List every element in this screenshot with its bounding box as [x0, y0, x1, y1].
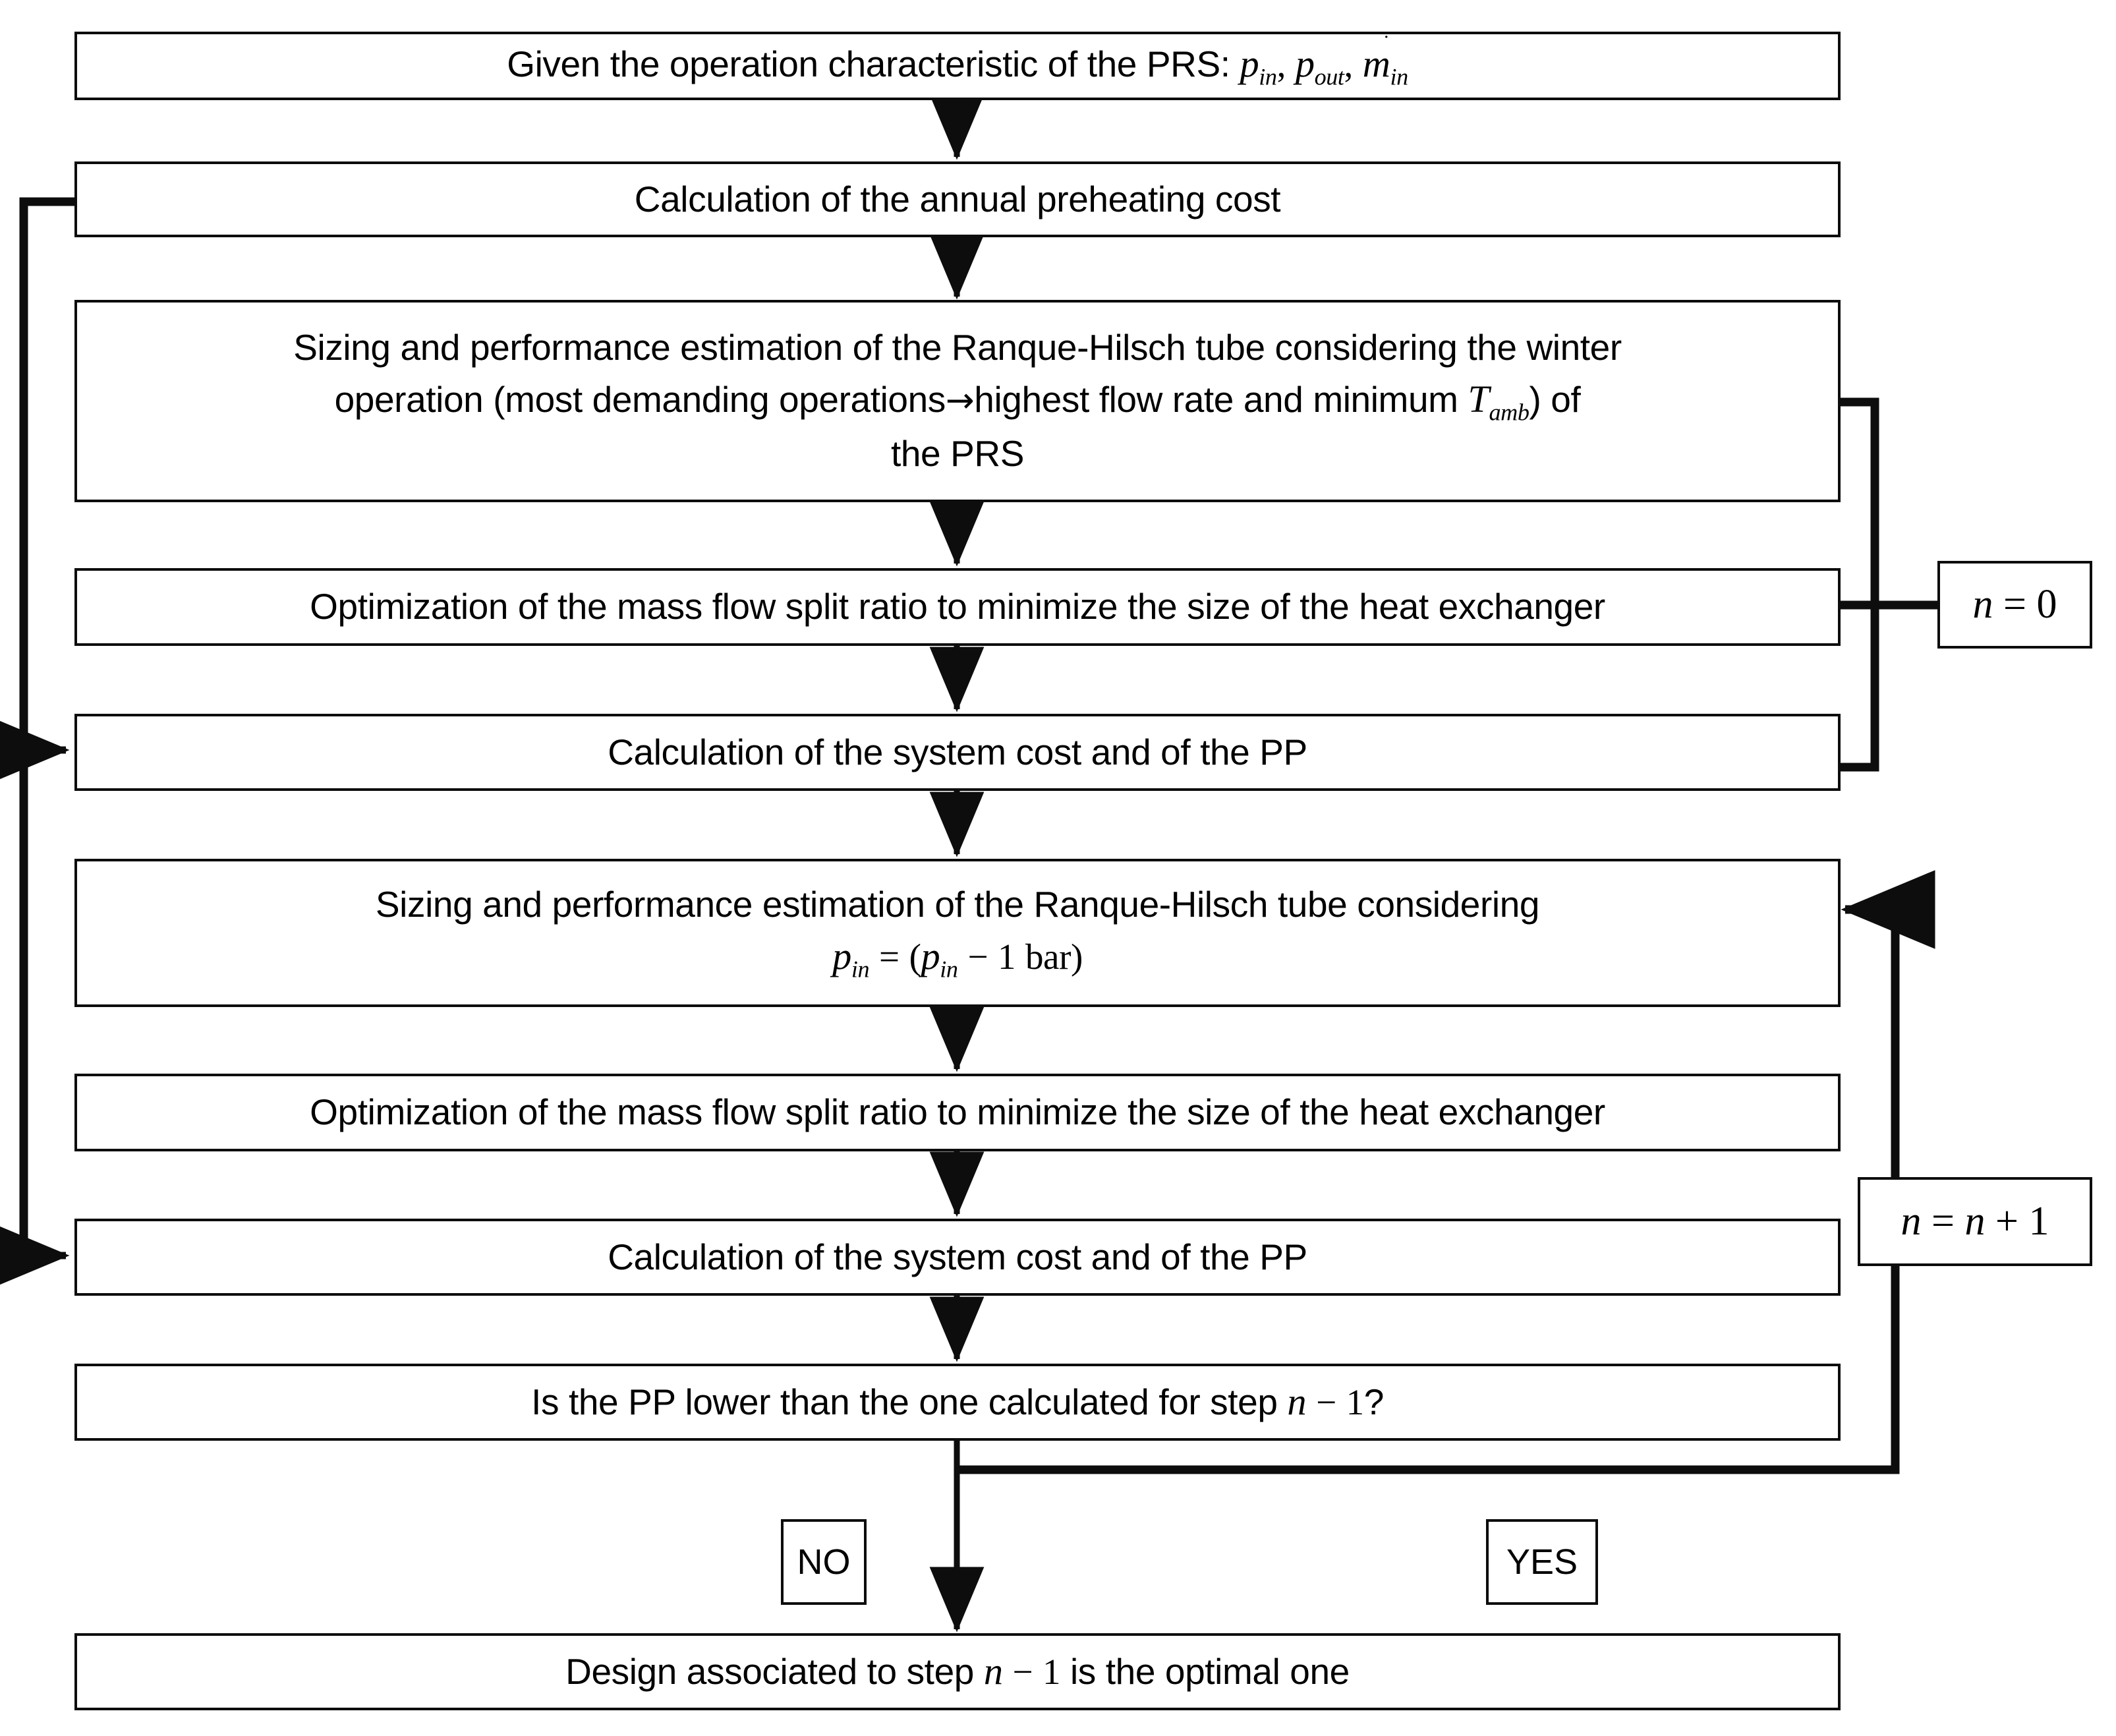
- annotation-counter-init-label: n = 0: [1972, 582, 2057, 627]
- connector-left-feedback-bus: [19, 197, 74, 1256]
- branch-label-no: NO: [781, 1519, 867, 1605]
- rightwards-arrow-icon: →: [945, 380, 975, 420]
- node-sizing-winter: Sizing and performance estimation of the…: [74, 300, 1841, 502]
- annotation-counter-increment: n = n + 1: [1858, 1177, 2092, 1266]
- node-system-cost-1-label: Calculation of the system cost and of th…: [608, 731, 1307, 772]
- branch-label-yes-text: YES: [1506, 1542, 1578, 1582]
- node-optimization-1: Optimization of the mass flow split rati…: [74, 568, 1841, 646]
- node-optimization-1-label: Optimization of the mass flow split rati…: [310, 586, 1605, 627]
- annotation-counter-increment-label: n = n + 1: [1901, 1199, 2049, 1244]
- node-result: Design associated to step n − 1 is the o…: [74, 1633, 1841, 1710]
- node-preheating-cost-label: Calculation of the annual preheating cos…: [634, 178, 1281, 219]
- connector-n0-bracket: [1837, 397, 1879, 772]
- node-system-cost-1: Calculation of the system cost and of th…: [74, 714, 1841, 791]
- node-system-cost-2-label: Calculation of the system cost and of th…: [608, 1236, 1307, 1277]
- node-preheating-cost: Calculation of the annual preheating cos…: [74, 161, 1841, 237]
- node-system-cost-2: Calculation of the system cost and of th…: [74, 1219, 1841, 1296]
- node-start: Given the operation characteristic of th…: [74, 32, 1841, 100]
- branch-label-yes: YES: [1486, 1519, 1598, 1605]
- node-sizing-reduced-label: Sizing and performance estimation of the…: [375, 883, 1540, 983]
- node-decision-label: Is the PP lower than the one calculated …: [531, 1380, 1384, 1424]
- node-optimization-2-label: Optimization of the mass flow split rati…: [310, 1091, 1605, 1133]
- node-result-label: Design associated to step n − 1 is the o…: [565, 1650, 1350, 1693]
- annotation-counter-init: n = 0: [1937, 561, 2092, 649]
- node-sizing-reduced: Sizing and performance estimation of the…: [74, 859, 1841, 1007]
- node-decision: Is the PP lower than the one calculated …: [74, 1364, 1841, 1441]
- branch-label-no-text: NO: [797, 1542, 851, 1582]
- node-optimization-2: Optimization of the mass flow split rati…: [74, 1074, 1841, 1151]
- node-sizing-winter-label: Sizing and performance estimation of the…: [293, 326, 1622, 475]
- node-start-label: Given the operation characteristic of th…: [507, 30, 1408, 90]
